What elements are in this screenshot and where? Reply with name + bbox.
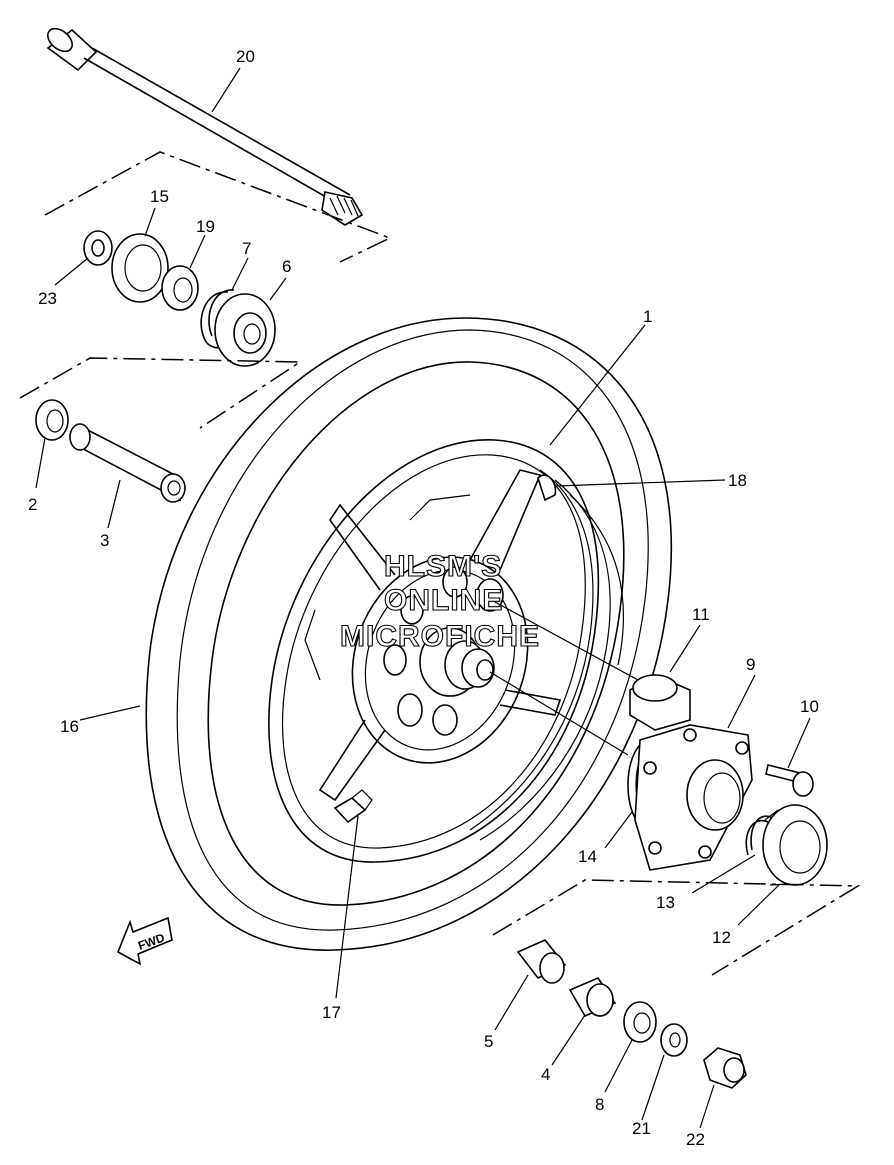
wheel-hub [304,469,562,824]
callout-1: 1 [643,307,652,326]
callout-13: 13 [656,893,675,912]
right-components [627,674,828,886]
leader-lines [35,67,811,1129]
callout-16: 16 [60,717,79,736]
callout-21: 21 [632,1119,651,1138]
bottom-components [516,939,747,1089]
callout-19: 19 [196,217,215,236]
callout-14: 14 [578,847,597,866]
callout-15: 15 [150,187,169,206]
axle [46,27,364,226]
grouping-lines [19,151,861,976]
callout-20: 20 [236,47,255,66]
watermark-line: MICROFICHE [340,620,540,653]
callout-6: 6 [282,257,291,276]
callout-5: 5 [484,1032,493,1051]
callout-labels: 20 15 19 7 6 23 1 18 2 3 11 9 10 16 14 1… [28,47,819,1149]
watermark: HLSM'S ONLINE MICROFICHE [339,549,540,653]
callout-10: 10 [800,697,819,716]
callout-22: 22 [686,1130,705,1149]
watermark-line: ONLINE [384,584,503,617]
callout-17: 17 [322,1003,341,1022]
callout-3: 3 [100,531,109,550]
callout-4: 4 [541,1065,550,1084]
callout-8: 8 [595,1095,604,1114]
callout-11: 11 [692,605,710,624]
callout-18: 18 [728,471,747,490]
watermark-line: HLSM'S [384,550,502,583]
callout-23: 23 [38,289,57,308]
fwd-arrow-icon: FWD [116,916,173,966]
callout-7: 7 [242,239,251,258]
callout-9: 9 [746,655,755,674]
callout-12: 12 [712,928,731,947]
callout-2: 2 [28,495,37,514]
left-components [35,230,276,503]
tire [145,317,673,951]
